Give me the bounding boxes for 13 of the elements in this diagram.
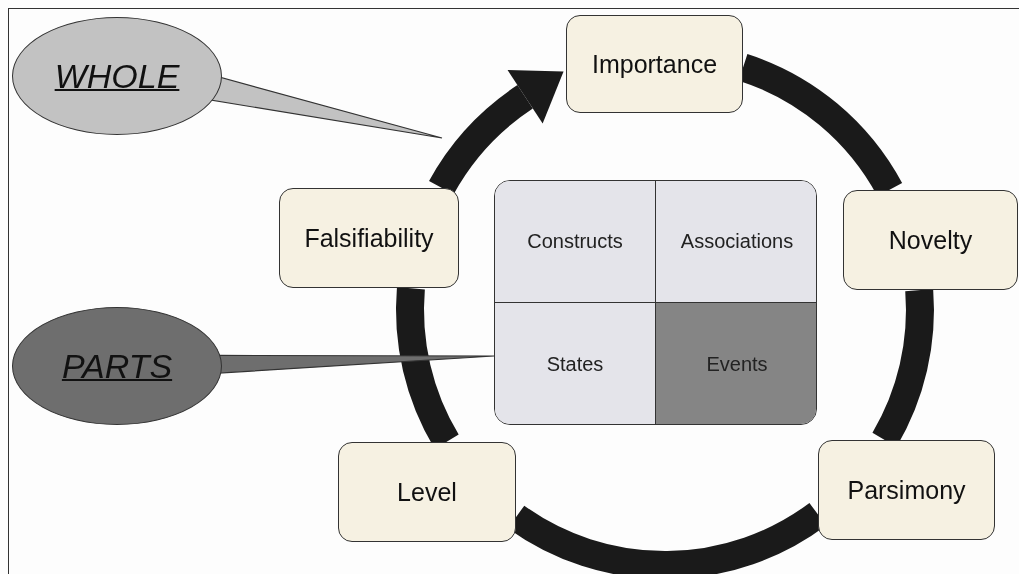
rounded-box: Importance [566, 15, 743, 113]
callout-ellipse: PARTS [12, 307, 222, 425]
grid-cell: Events [656, 303, 816, 424]
grid-cell: Associations [656, 181, 816, 303]
rounded-box: Parsimony [818, 440, 995, 540]
grid-cell: Constructs [495, 181, 656, 303]
callout-pointer [210, 76, 443, 139]
rounded-box: Level [338, 442, 516, 542]
grid-cell: States [495, 303, 656, 424]
callout-ellipse: WHOLE [12, 17, 222, 135]
quadrant-grid [494, 180, 817, 425]
rounded-box: Novelty [843, 190, 1018, 290]
rounded-box: Falsifiability [279, 188, 459, 288]
